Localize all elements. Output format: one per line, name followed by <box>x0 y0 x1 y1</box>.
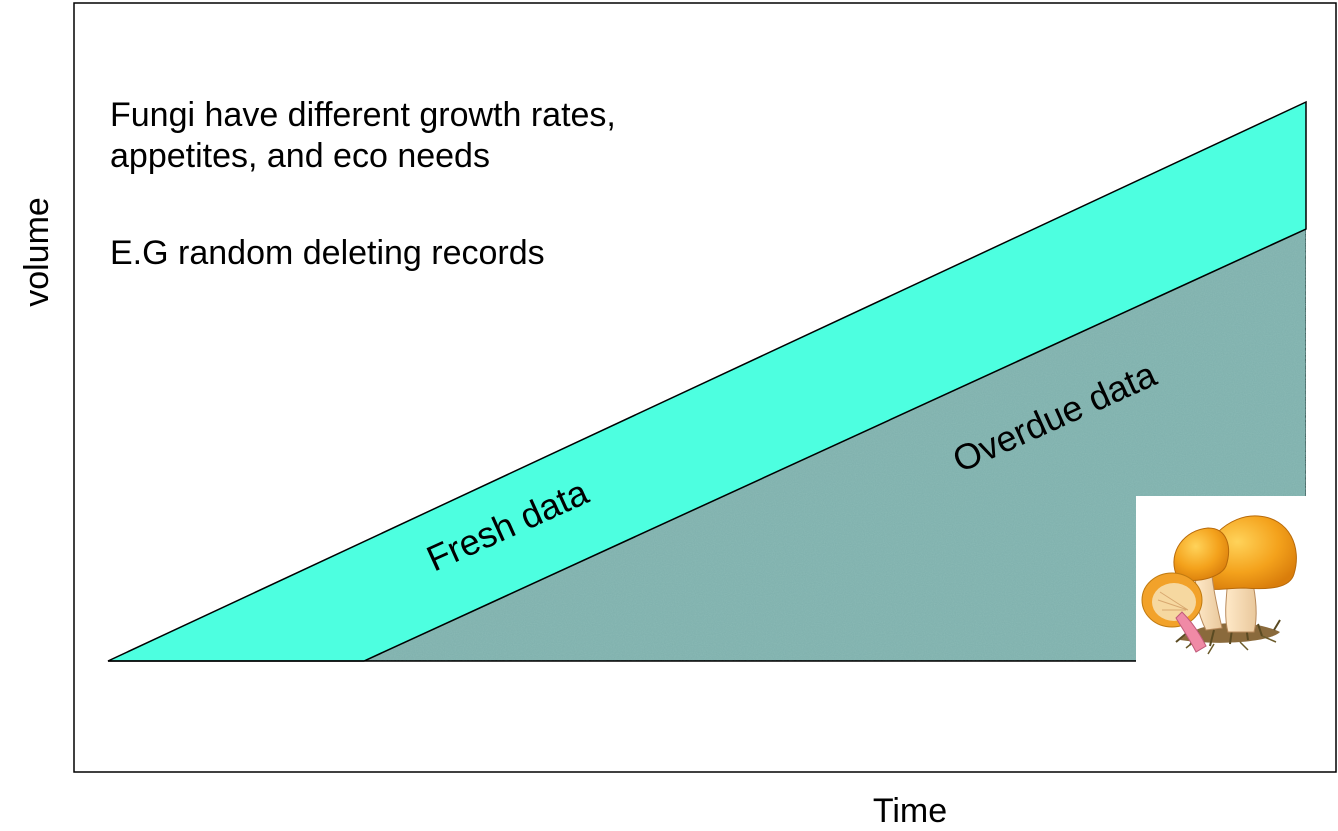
mushroom-icon <box>1136 496 1308 662</box>
heading-line-2: appetites, and eco needs <box>110 137 490 175</box>
example-text: E.G random deleting records <box>110 234 545 272</box>
y-axis-label: volume <box>18 197 56 307</box>
x-axis-label: Time <box>873 792 947 830</box>
heading-line-1: Fungi have different growth rates, <box>110 96 616 134</box>
plot-frame <box>73 2 1337 773</box>
